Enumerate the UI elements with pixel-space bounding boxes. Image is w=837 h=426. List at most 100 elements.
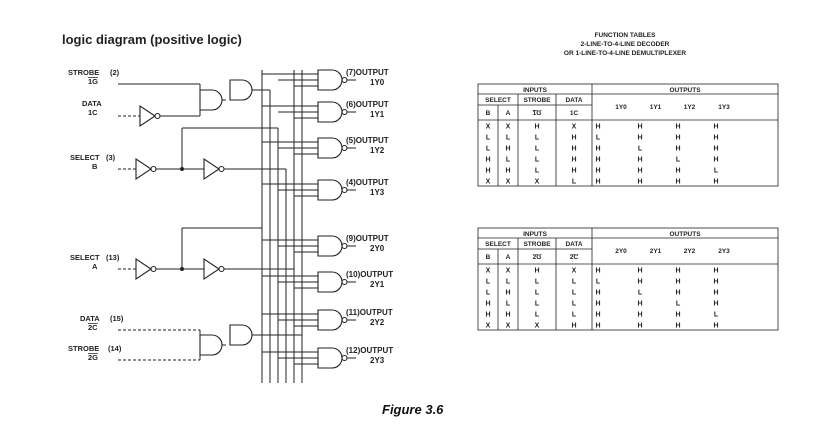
output-signal: 2Y1 [370, 280, 385, 289]
output-header-1Y1: 1Y1 [650, 104, 662, 111]
strobe-header: STROBE [523, 97, 551, 104]
table-cell: X [506, 323, 511, 330]
table-cell: L [535, 312, 540, 319]
select-header: SELECT [485, 97, 511, 104]
data-signal-header: 2C [570, 254, 579, 261]
table-cell: L [596, 279, 601, 286]
strobe1-and-gate-icon [199, 89, 223, 111]
table-cell: H [571, 323, 576, 330]
table-cell: H [505, 168, 510, 175]
ft-title-2: 2-LINE-TO-4-LINE DECODER [581, 41, 670, 48]
strobe1-pin: (2) [110, 68, 120, 77]
table-cell: L [486, 135, 491, 142]
table-cell: L [572, 312, 577, 319]
table-cell: H [675, 135, 680, 142]
table-cell: L [676, 301, 681, 308]
table-cell: L [572, 301, 577, 308]
table-cell: H [713, 279, 718, 286]
b-header: B [486, 254, 491, 261]
data-header: DATA [565, 97, 582, 104]
table-cell: L [486, 290, 491, 297]
table-cell: L [535, 168, 540, 175]
output-pin: (5)OUTPUT [346, 136, 389, 145]
strobe2-signal: 2G [88, 353, 98, 362]
table-cell: H [595, 323, 600, 330]
output-signal: 2Y0 [370, 244, 385, 253]
table-cell: H [675, 323, 680, 330]
table-cell: H [534, 268, 539, 275]
table-cell: H [485, 312, 490, 319]
output-header-2Y1: 2Y1 [650, 248, 662, 255]
table-cell: H [595, 268, 600, 275]
selectA-pin: (13) [106, 253, 120, 262]
table-cell: H [595, 146, 600, 153]
selectA-buffer-icon [135, 257, 152, 281]
table-cell: H [505, 290, 510, 297]
output-signal: 2Y3 [370, 356, 385, 365]
table-cell: H [675, 290, 680, 297]
data-signal-header: 1C [570, 110, 579, 117]
table-cell: L [506, 301, 511, 308]
b-header: B [486, 110, 491, 117]
output-pin: (12)OUTPUT [346, 346, 393, 355]
output-header-1Y0: 1Y0 [615, 104, 627, 111]
table-cell: L [572, 179, 577, 186]
table-cell: L [535, 135, 540, 142]
table-cell: H [485, 301, 490, 308]
table-cell: H [571, 157, 576, 164]
table-cell: H [595, 157, 600, 164]
table-cell: H [534, 124, 539, 131]
table-cell: L [638, 290, 643, 297]
table-cell: H [595, 290, 600, 297]
strobe1-signal: 1G [88, 77, 98, 86]
group-inputs-header: INPUTS [523, 231, 548, 238]
table-cell: X [486, 179, 491, 186]
table-cell: H [713, 135, 718, 142]
strobe2-and-gate-icon [199, 334, 223, 356]
table-cell: L [638, 146, 643, 153]
data2-name: DATA [80, 314, 100, 323]
figure-caption: Figure 3.6 [382, 402, 444, 417]
table-cell: H [675, 268, 680, 275]
table-cell: X [486, 323, 491, 330]
nand-bubble-icon [341, 186, 348, 194]
group-outputs-header: OUTPUTS [669, 231, 701, 238]
strobe-signal-header: 1G [533, 110, 542, 117]
data2-signal: 2C [88, 323, 98, 332]
table-cell: X [486, 124, 491, 131]
table-cell: H [675, 179, 680, 186]
strobe-header: STROBE [523, 241, 551, 248]
table-cell: H [713, 157, 718, 164]
table-cell: X [486, 268, 491, 275]
table-cell: H [595, 124, 600, 131]
table-cell: H [675, 312, 680, 319]
strobe2-combine-gate-icon [229, 324, 253, 346]
table-cell: L [486, 146, 491, 153]
table-cell: H [713, 146, 718, 153]
output-pin: (7)OUTPUT [346, 68, 389, 77]
table-cell: H [571, 135, 576, 142]
table-cell: L [535, 301, 540, 308]
nand-bubble-icon [341, 354, 348, 362]
table-cell: L [506, 279, 511, 286]
nand-gate-icon [317, 271, 343, 293]
table-cell: H [637, 301, 642, 308]
output-header-2Y2: 2Y2 [684, 248, 696, 255]
nand-bubble-icon [341, 242, 348, 250]
ft-title-1: FUNCTION TABLES [595, 32, 657, 39]
table-cell: X [572, 124, 577, 131]
ft-title-3: OR 1-LINE-TO-4-LINE DEMULTIPLEXER [564, 50, 686, 57]
table-cell: H [485, 157, 490, 164]
table-cell: H [637, 157, 642, 164]
nand-gate-icon [317, 179, 343, 201]
table-cell: H [637, 124, 642, 131]
nand-gate-icon [317, 101, 343, 123]
output-gates: (7)OUTPUT1Y0(6)OUTPUT1Y1(5)OUTPUT1Y2(4)O… [262, 68, 393, 369]
group-outputs-header: OUTPUTS [669, 87, 701, 94]
data2-pin: (15) [110, 314, 124, 323]
